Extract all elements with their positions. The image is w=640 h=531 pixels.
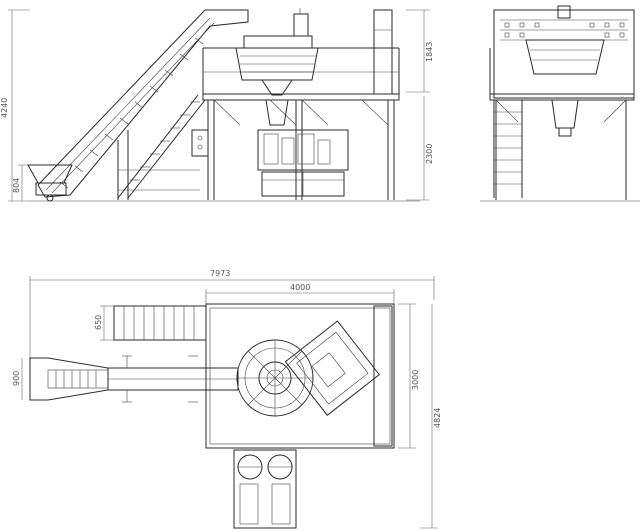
side-platform-height-label: 2300: [425, 144, 434, 164]
plan-bag-magazines: [233, 449, 297, 529]
plan-platform: [205, 303, 395, 449]
plan-view: 7973 4000 650: [12, 269, 442, 529]
front-view: [480, 5, 640, 202]
plan-platform-depth-label: 3000: [411, 370, 420, 390]
plan-packing-machine: [284, 320, 381, 416]
side-view: 4240 804: [0, 8, 434, 202]
side-stair: [117, 94, 206, 199]
side-weigher-height-label: 1843: [425, 42, 434, 62]
weigher-front-panel: [500, 19, 628, 41]
control-box: [191, 129, 209, 157]
plan-conveyor-width-label: 900: [12, 371, 21, 386]
rotary-packing-machine: [257, 129, 349, 197]
incline-conveyor: [37, 9, 249, 198]
plan-conveyor: [29, 355, 239, 403]
front-ladder: [493, 100, 523, 198]
plan-weigher: [236, 339, 314, 417]
plan-platform-width-label: 4000: [290, 283, 310, 292]
conveyor-buckets: [59, 37, 204, 189]
multihead-weigher: [235, 8, 319, 96]
plan-stair: [113, 305, 207, 341]
side-column: [373, 9, 393, 95]
plan-stair-width-label: 650: [94, 315, 103, 330]
side-total-height-label: 4240: [0, 98, 9, 118]
plan-total-depth-label: 4824: [433, 408, 442, 428]
side-hopper-height-label: 804: [12, 178, 21, 193]
plan-column: [373, 305, 393, 447]
discharge-chute: [265, 99, 289, 126]
plan-total-length-label: 7973: [210, 269, 230, 278]
feed-hopper: [27, 164, 73, 184]
side-platform: [202, 93, 400, 101]
